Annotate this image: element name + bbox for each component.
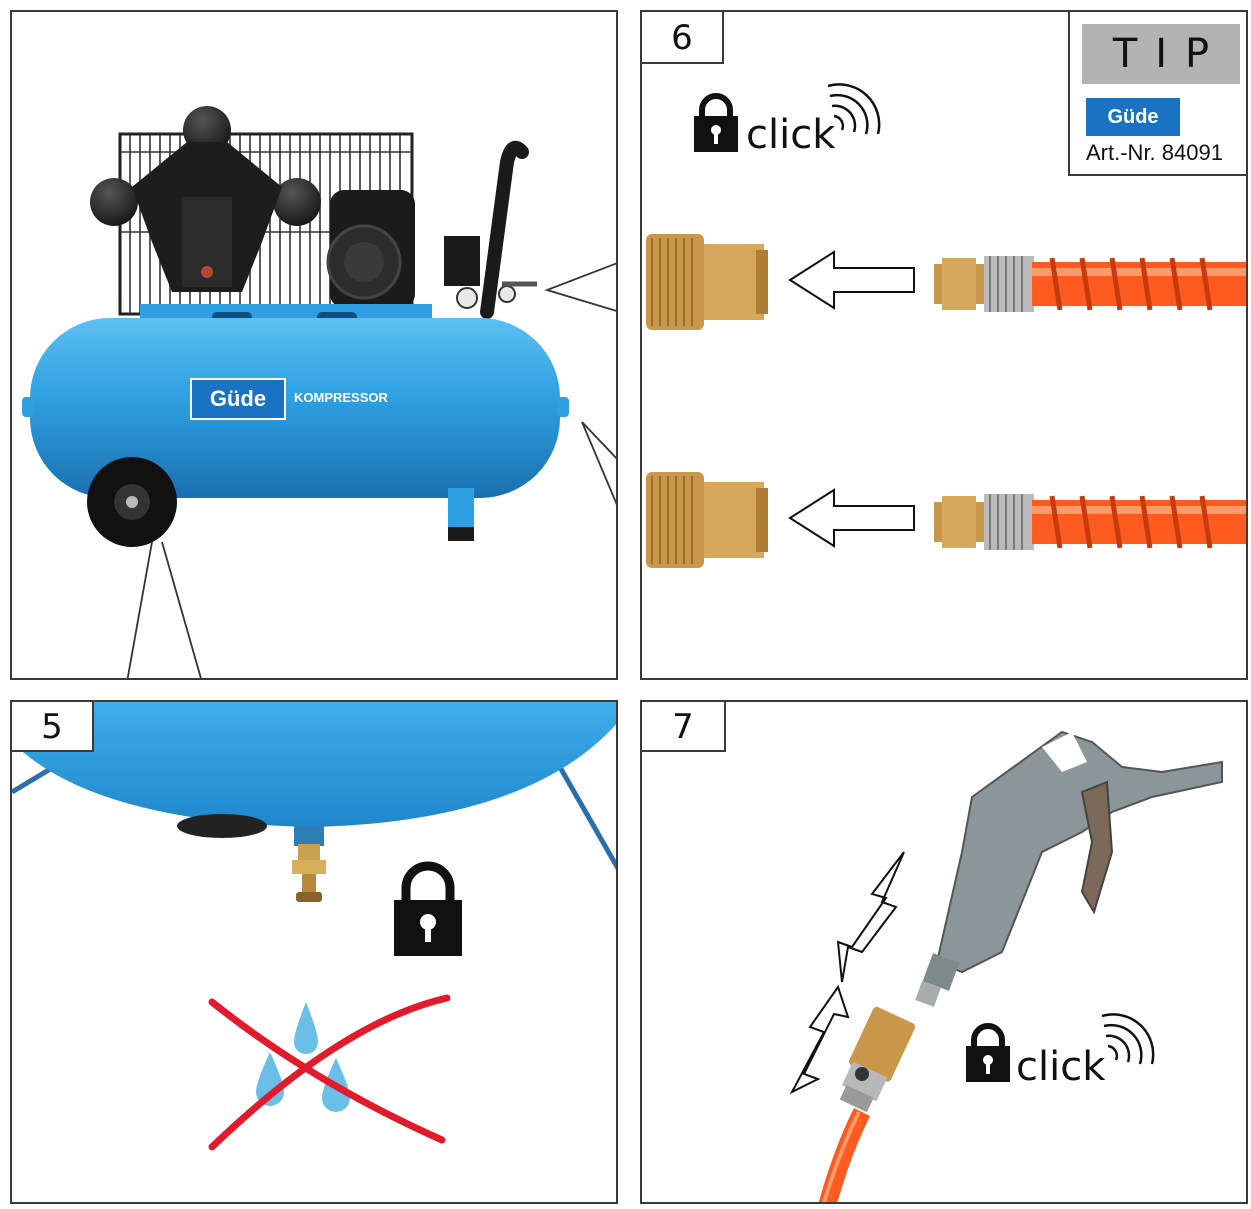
- click-label: click: [1016, 1044, 1106, 1090]
- tip-brand-text: Güde: [1107, 106, 1159, 128]
- compressor-illustration: [22, 106, 616, 678]
- air-tank: [22, 318, 569, 541]
- drain-valve: [292, 826, 326, 902]
- support-leg: [554, 760, 616, 871]
- step-6-illustration: [646, 83, 1246, 568]
- sound-wave-icon: [1101, 1013, 1155, 1065]
- quick-coupling-female: [839, 1006, 916, 1113]
- pressure-switch: [444, 140, 537, 319]
- quick-coupling-male-hose: [934, 494, 1246, 550]
- step-5-illustration: [12, 702, 616, 1151]
- tank-bottom: [12, 702, 616, 827]
- step-number: 7: [642, 702, 726, 752]
- brand-logo-text: Güde: [209, 386, 267, 411]
- cross-icon: [208, 994, 451, 1151]
- step-7-panel: 7: [640, 700, 1248, 1204]
- step-number: 6: [642, 12, 724, 64]
- arrow-left-icon: [788, 488, 915, 548]
- pump-head: [90, 106, 321, 292]
- click-label: click: [746, 112, 836, 158]
- electric-motor: [326, 190, 415, 308]
- quick-coupling-female: [646, 234, 768, 330]
- magnifier-lines: [126, 541, 202, 678]
- connect-arrows: [789, 851, 905, 1095]
- blow-gun: [915, 730, 1223, 1007]
- air-hose: [818, 1107, 871, 1202]
- sound-wave-icon: [827, 83, 881, 135]
- step-7-illustration: [789, 730, 1223, 1202]
- compressor-label: KOMPRESSOR: [294, 390, 388, 405]
- brand-logo: Güde: [190, 378, 286, 420]
- tip-heading: TIP: [1082, 24, 1240, 84]
- compressor-panel: Güde KOMPRESSOR: [10, 10, 618, 680]
- step-number: 5: [12, 702, 94, 752]
- quick-coupling-male-hose: [934, 256, 1246, 312]
- article-number: Art.-Nr. 84091: [1086, 140, 1223, 165]
- lock-icon: [694, 93, 738, 152]
- arrow-left-icon: [788, 250, 915, 310]
- tip-brand-logo: Güde: [1086, 98, 1180, 136]
- tip-box: TIP Güde Art.-Nr. 84091: [1068, 12, 1246, 176]
- lock-icon: [966, 1023, 1010, 1082]
- quick-coupling-female: [646, 472, 768, 568]
- lock-icon: [394, 861, 462, 956]
- step-6-panel: 6: [640, 10, 1248, 680]
- wheel: [87, 457, 177, 547]
- callout-lines: [544, 262, 616, 505]
- step-5-panel: 5: [10, 700, 618, 1204]
